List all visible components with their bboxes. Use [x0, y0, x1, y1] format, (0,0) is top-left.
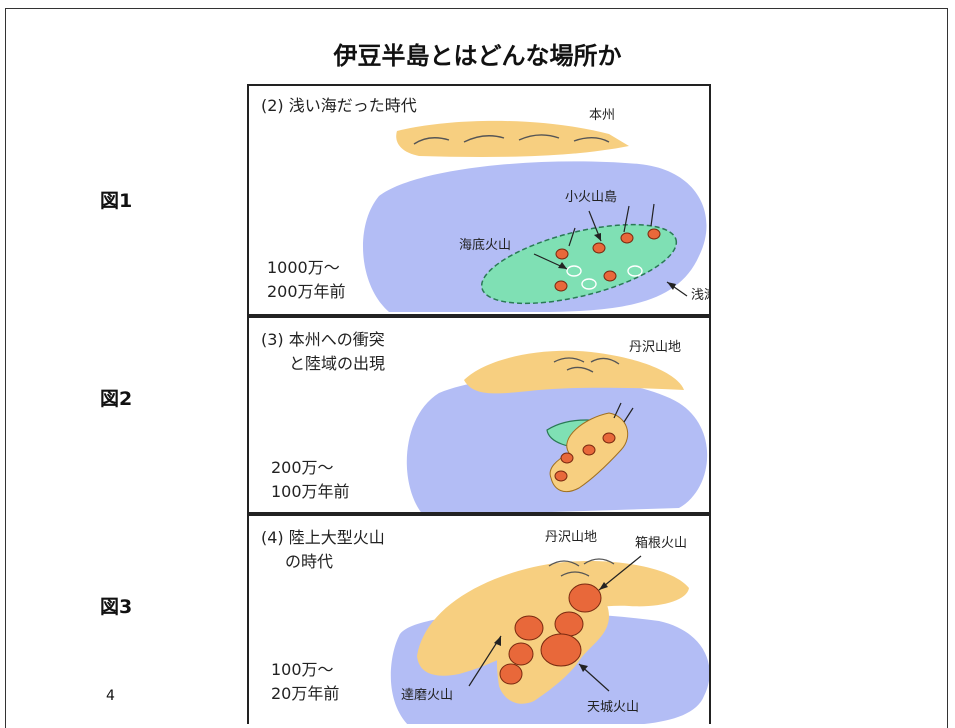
volcano-markers [554, 432, 616, 482]
label-daruma-volcano: 達磨火山 [401, 688, 454, 703]
slide-frame [5, 8, 948, 728]
diagram-panel-shallow-sea: (2) 浅い海だった時代 本州 小火山島 海底火山 浅瀬 1000万〜 200万… [247, 84, 711, 316]
label-shoal: 浅瀬 [691, 288, 709, 303]
slide-title: 伊豆半島とはどんな場所か [333, 42, 622, 70]
period-label-line1: 1000万〜 [267, 258, 340, 277]
label-honshu: 本州 [589, 108, 616, 123]
figure-label-2: 図2 [100, 388, 133, 410]
period-label-line2: 200万年前 [267, 282, 346, 301]
figure-label-3: 図3 [100, 596, 133, 618]
panel-heading: (2) 浅い海だった時代 [261, 96, 417, 115]
label-tanzawa: 丹沢山地 [629, 340, 682, 355]
honshu-land [396, 120, 629, 157]
map-collision [406, 350, 708, 512]
volcano-island-markers [554, 228, 661, 292]
honshu-land [464, 350, 684, 394]
period-label-line1: 100万〜 [271, 660, 334, 679]
volcano-markers [499, 583, 602, 685]
panel-heading-line1: (4) 陸上大型火山 [261, 528, 385, 547]
period-label-line2: 100万年前 [271, 482, 350, 501]
period-label-line2: 20万年前 [271, 684, 340, 703]
label-amagi-volcano: 天城火山 [587, 700, 640, 715]
shoal-area [480, 223, 678, 305]
label-hakone-volcano: 箱根火山 [635, 536, 688, 551]
map-large-volcanoes [390, 555, 709, 724]
map-shallow-sea [362, 120, 707, 312]
label-small-volcanic-island: 小火山島 [565, 190, 618, 205]
sea-area [406, 376, 708, 512]
label-tanzawa: 丹沢山地 [545, 530, 598, 545]
panel-heading-line2: の時代 [285, 552, 334, 571]
period-label-line1: 200万〜 [271, 458, 334, 477]
page-number: 4 [106, 688, 115, 704]
submarine-volcano-markers [566, 265, 643, 290]
diagram-panel-large-volcanoes: (4) 陸上大型火山 の時代 丹沢山地 箱根火山 達磨火山 天城火山 100万〜… [247, 514, 711, 724]
diagram-panel-collision: (3) 本州への衝突 と陸域の出現 丹沢山地 200万〜 100万年前 [247, 316, 711, 514]
figure-label-1: 図1 [100, 190, 133, 212]
panel-heading-line1: (3) 本州への衝突 [261, 330, 385, 349]
label-submarine-volcano: 海底火山 [459, 238, 512, 253]
panel-heading-line2: と陸域の出現 [289, 354, 386, 373]
